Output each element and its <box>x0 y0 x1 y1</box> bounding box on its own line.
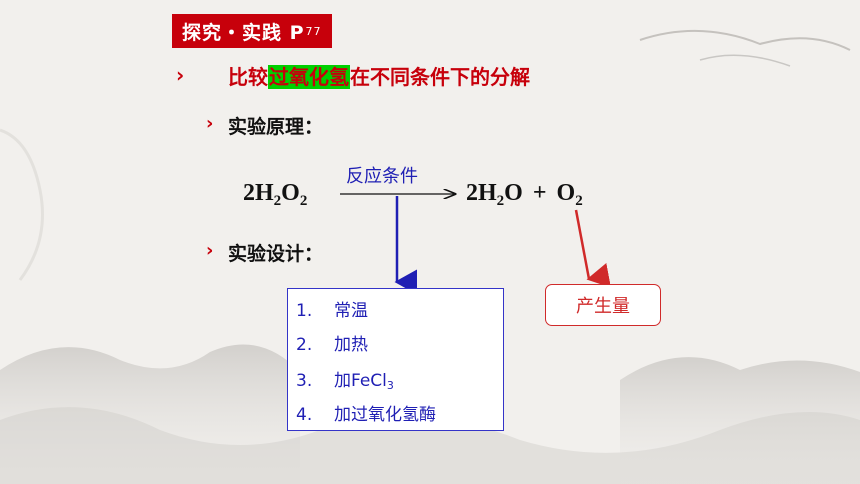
list-item: 4.加过氧化氢酶 <box>296 405 436 425</box>
equation-products: 2H2O + O2 <box>466 180 583 209</box>
list-item: 3.加FeCl3 <box>296 371 394 392</box>
output-quantity-label: 产生量 <box>545 284 661 326</box>
chevron-right-icon: › <box>176 63 185 87</box>
list-item: 2.加热 <box>296 335 368 355</box>
section-tag-page: 77 <box>305 24 322 38</box>
principle-heading: 实验原理： <box>228 116 324 138</box>
section-tag-text: 探究・实践 P <box>182 21 305 44</box>
page-title: 比较过氧化氢在不同条件下的分解 <box>228 61 530 90</box>
title-suffix: 在不同条件下的分解 <box>350 65 530 89</box>
title-prefix: 比较 <box>228 65 268 89</box>
chevron-right-icon: › <box>206 240 214 261</box>
title-highlight: 过氧化氢 <box>268 65 350 89</box>
equation-reactant: 2H2O2 <box>243 180 308 209</box>
product-pointer-arrow <box>574 209 611 288</box>
chevron-right-icon: › <box>206 113 214 134</box>
list-item: 1.常温 <box>296 301 368 321</box>
conditions-list-box: 1.常温 2.加热 3.加FeCl3 4.加过氧化氢酶 <box>287 288 504 431</box>
reaction-condition-label: 反应条件 <box>346 166 418 187</box>
design-heading: 实验设计： <box>228 243 324 265</box>
